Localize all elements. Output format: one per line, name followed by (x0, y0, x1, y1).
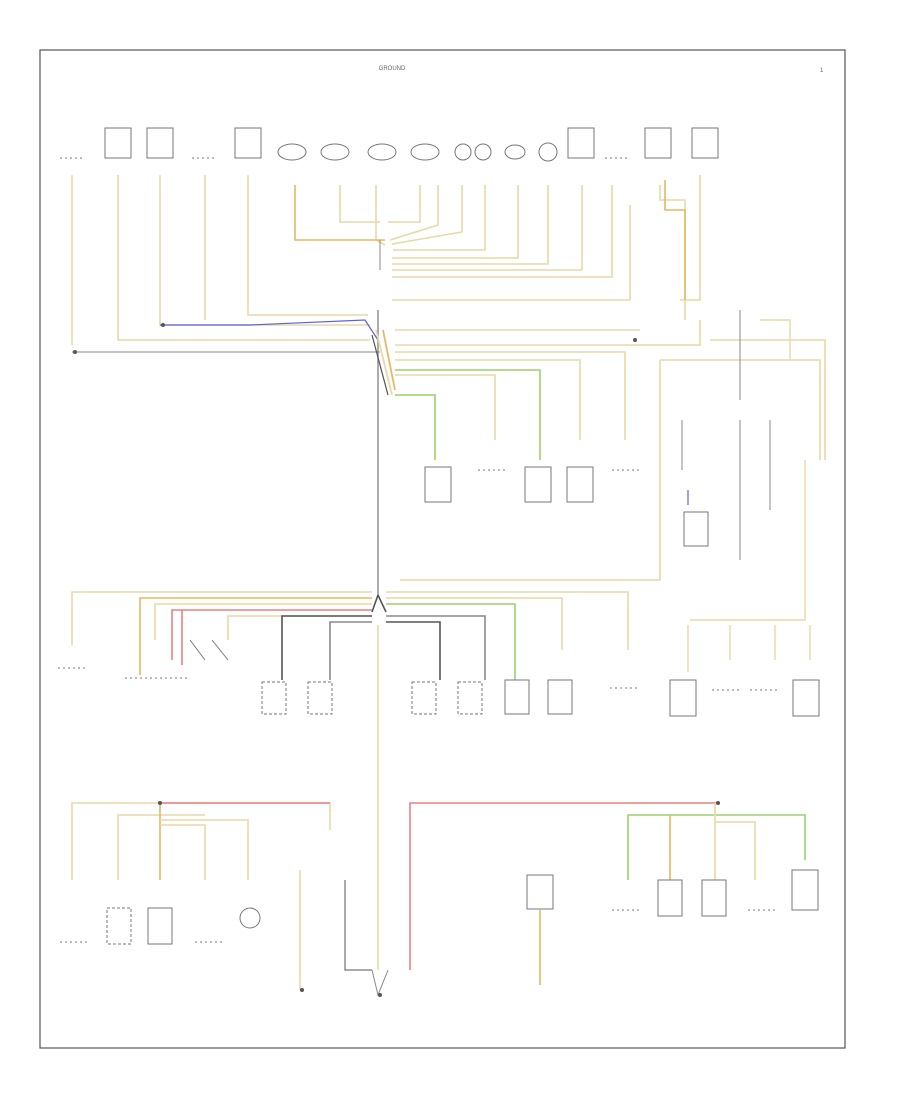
lamp-symbol (454, 143, 472, 161)
component-box (147, 907, 173, 945)
component-box (504, 679, 530, 715)
top-components (60, 127, 719, 162)
splice-dot-icon (161, 323, 165, 327)
component-box (234, 127, 262, 159)
lamp-symbol (410, 143, 440, 161)
splice-dot-icon (300, 988, 304, 992)
bottom-left-group (71, 801, 331, 880)
component-box (106, 907, 132, 945)
central-trunk (371, 240, 396, 595)
component-box (146, 127, 174, 159)
lamp-symbol (320, 143, 350, 161)
top-wires (71, 175, 826, 460)
component-box (644, 127, 672, 159)
right-mid-cluster (400, 310, 806, 621)
blue-wire (160, 319, 379, 341)
bottom-right-group (539, 801, 806, 985)
splice-dot-icon (378, 993, 382, 997)
component-box (104, 127, 132, 159)
bottom-center-trunk (299, 625, 720, 997)
component-box (261, 681, 287, 715)
lamp-symbol (277, 143, 307, 161)
lamp-symbol (474, 143, 492, 161)
page-number: 1 (820, 68, 824, 74)
lamp-symbol (538, 142, 558, 162)
splice-dot-icon (633, 338, 637, 342)
splice-dot-icon (158, 801, 162, 805)
component-box (669, 679, 697, 717)
component-box (701, 879, 727, 917)
lower-row-components (58, 625, 820, 717)
component-box (683, 511, 709, 547)
component-box (307, 681, 333, 715)
lamp-symbol (504, 144, 526, 160)
orange-wires-top (294, 180, 686, 300)
component-box (567, 127, 595, 159)
component-box (691, 127, 719, 159)
component-box (791, 869, 819, 911)
lamp-symbol (367, 143, 397, 161)
switch-icon (189, 639, 206, 661)
page-title: GROUND (379, 66, 406, 72)
switch-icon (211, 639, 229, 661)
component-box (526, 874, 554, 910)
component-box (792, 679, 820, 717)
component-box (411, 681, 437, 715)
splice-dot-icon (73, 350, 77, 354)
component-box (457, 681, 483, 715)
mid-components (395, 351, 640, 503)
component-box (547, 679, 573, 715)
component-box (524, 466, 552, 503)
lamp-symbol (239, 907, 261, 929)
lower-middle-fanout (71, 591, 629, 680)
splice-dot-icon (716, 801, 720, 805)
component-box (657, 879, 683, 917)
component-box (566, 466, 594, 503)
component-box (424, 466, 452, 503)
diagram-frame (39, 49, 846, 1049)
